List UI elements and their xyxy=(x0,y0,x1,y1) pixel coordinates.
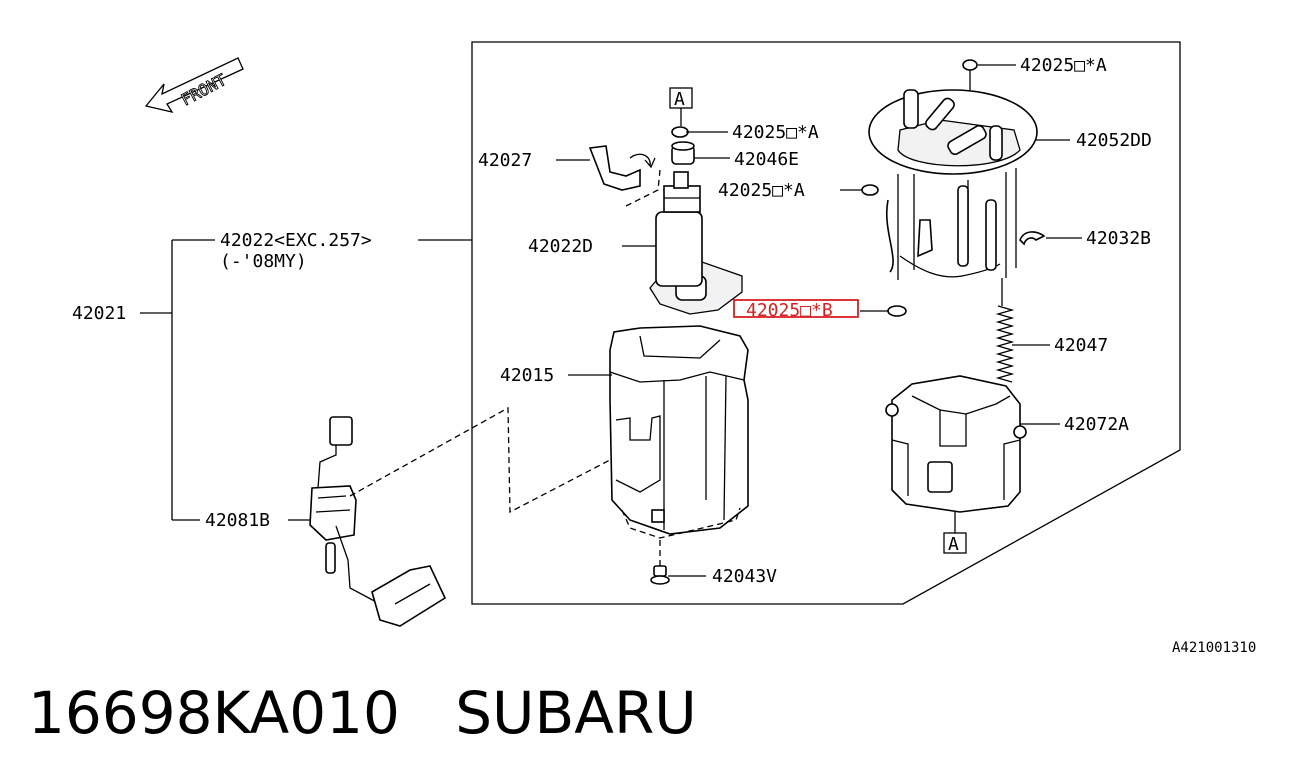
label-seal-mid: 42025□*A xyxy=(718,180,805,201)
label-screw: 42043V xyxy=(712,566,777,587)
label-reservoir: 42015 xyxy=(500,365,554,386)
label-seal-top: 42025□*A xyxy=(732,122,819,143)
label-pump-assy: 42022<EXC.257> xyxy=(220,230,372,251)
seal-ring-mid xyxy=(861,184,879,196)
seal-ring-top xyxy=(671,126,689,138)
fuel-pump xyxy=(649,171,743,315)
leader-tree xyxy=(140,239,472,521)
seal-ring-right xyxy=(962,59,978,71)
top-plate-assy xyxy=(868,89,1038,280)
sender-guide-line xyxy=(349,406,611,514)
label-sender: 42081B xyxy=(205,510,270,531)
cap-part xyxy=(671,141,695,165)
clip-part xyxy=(1019,231,1046,246)
seal-ring-b xyxy=(887,305,907,317)
marker-a-bottom: A xyxy=(943,532,967,555)
label-clip: 42032B xyxy=(1086,228,1151,249)
reference-code: A421001310 xyxy=(1172,640,1256,656)
label-plate: 42052DD xyxy=(1076,130,1152,151)
front-arrow-icon xyxy=(144,57,244,113)
reservoir-part xyxy=(609,325,749,535)
part-number: 16698KA010 xyxy=(28,679,400,747)
marker-a-top: A xyxy=(669,87,693,110)
label-seal-b: 42025□*B xyxy=(746,300,833,321)
label-assy: 42021 xyxy=(72,303,126,324)
highlight-box xyxy=(733,299,859,318)
pump-guide-line xyxy=(625,169,661,207)
label-housing: 42072A xyxy=(1064,414,1129,435)
bracket-part xyxy=(588,145,656,191)
svg-text:A: A xyxy=(948,534,959,555)
assembly-box xyxy=(471,41,1181,605)
fuel-level-sender xyxy=(309,416,447,627)
leader-lines xyxy=(556,64,1082,577)
brand-name: SUBARU xyxy=(455,679,697,747)
label-fuel-pump: 42022D xyxy=(528,236,593,257)
label-bracket: 42027 xyxy=(478,150,532,171)
part-caption: 16698KA010 SUBARU xyxy=(28,684,697,742)
screw-part xyxy=(650,540,670,585)
svg-text:A: A xyxy=(674,89,685,110)
spring-part xyxy=(995,278,1015,383)
reservoir-guide-line xyxy=(621,507,741,539)
label-seal-right: 42025□*A xyxy=(1020,55,1107,76)
label-pump-assy-note: (-'08MY) xyxy=(220,251,307,272)
label-spring: 42047 xyxy=(1054,335,1108,356)
housing-part xyxy=(885,375,1027,513)
label-cap: 42046E xyxy=(734,149,799,170)
